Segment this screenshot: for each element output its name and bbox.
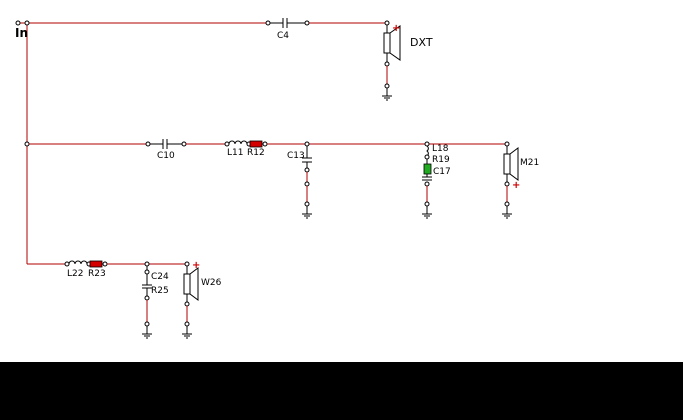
ground-symbol (422, 206, 432, 219)
label-c24: C24 (151, 272, 169, 282)
label-l22: L22 (67, 269, 83, 279)
midrange-branch (24, 139, 519, 219)
input-bus (15, 20, 268, 264)
input-label: In (15, 26, 28, 40)
l11-inductor (228, 140, 248, 145)
label-m21: M21 (520, 158, 539, 168)
w26-speaker (183, 267, 199, 301)
label-dxt: DXT (410, 36, 433, 49)
l18-inductor (426, 145, 429, 157)
polarity-mark-dxt: + (392, 23, 400, 34)
r23-resistor (89, 260, 103, 268)
label-c13: C13 (287, 151, 305, 161)
ground-symbol (302, 206, 312, 219)
label-l18: L18 (432, 144, 449, 154)
ground-symbol (182, 326, 192, 339)
label-c17: C17 (433, 167, 451, 177)
label-l11: L11 (227, 148, 243, 158)
label-r23: R23 (88, 269, 106, 279)
c17-capacitor (422, 176, 432, 181)
c17-capacitor-marker (423, 163, 432, 175)
dxt-speaker (383, 25, 401, 61)
ground-symbol (502, 206, 512, 219)
ground-symbol (142, 326, 152, 339)
l22-inductor (68, 260, 88, 265)
label-r12: R12 (247, 148, 265, 158)
r12-resistor (249, 140, 263, 148)
tweeter-branch (265, 18, 401, 101)
crossover-schematic: In C4 DXT + (15, 18, 539, 339)
schematic-canvas: In C4 DXT + (15, 18, 540, 339)
label-w26: W26 (201, 278, 222, 288)
m21-speaker (503, 147, 519, 181)
woofer-branch (27, 260, 199, 339)
label-c10: C10 (157, 151, 175, 161)
label-r25: R25 (151, 286, 169, 296)
label-r19: R19 (432, 155, 450, 165)
bottom-bar (0, 362, 683, 420)
c10-capacitor (162, 139, 168, 149)
label-c4: C4 (277, 31, 289, 41)
c4-capacitor (282, 18, 288, 28)
ground-symbol (382, 88, 392, 101)
polarity-mark-w26: + (192, 260, 200, 271)
polarity-mark-m21: + (512, 180, 520, 191)
